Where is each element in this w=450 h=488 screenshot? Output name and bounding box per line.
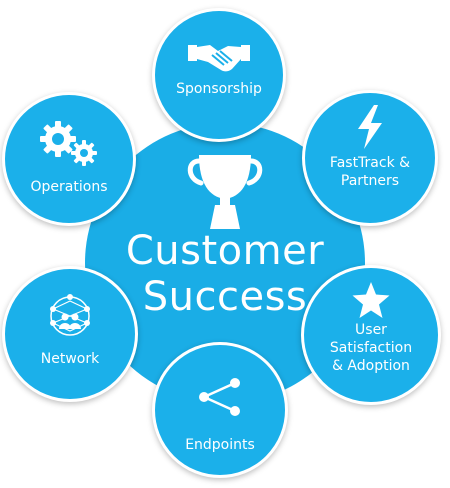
- sponsorship-node: Sponsorship: [152, 8, 286, 142]
- center-title-line2: Success: [142, 274, 308, 320]
- user-satisfaction-node: User Satisfaction & Adoption: [301, 265, 441, 405]
- fasttrack-label-line2: Partners: [340, 173, 400, 189]
- operations-label: Operations: [30, 179, 108, 195]
- endpoints-label: Endpoints: [185, 437, 255, 453]
- star-icon: [352, 282, 390, 318]
- user-satisfaction-label-line1: User: [355, 322, 387, 338]
- trophy-icon: [187, 155, 263, 229]
- user-satisfaction-label-line2: Satisfaction: [329, 340, 413, 356]
- user-satisfaction-label-line3: & Adoption: [332, 358, 410, 374]
- network-node: Network: [2, 266, 138, 402]
- network-label: Network: [40, 351, 100, 367]
- share-icon: [199, 378, 240, 416]
- lightning-icon: [358, 105, 382, 149]
- endpoints-node: Endpoints: [152, 342, 288, 478]
- center-title-line1: Customer: [125, 228, 325, 274]
- gears-icon: [40, 121, 97, 166]
- operations-node: Operations: [2, 92, 136, 226]
- handshake-icon: [188, 45, 250, 72]
- fasttrack-label-line1: FastTrack &: [329, 155, 411, 171]
- network-users-icon: [50, 294, 90, 336]
- fasttrack-partners-node: FastTrack & Partners: [302, 90, 438, 226]
- sponsorship-label: Sponsorship: [176, 81, 262, 97]
